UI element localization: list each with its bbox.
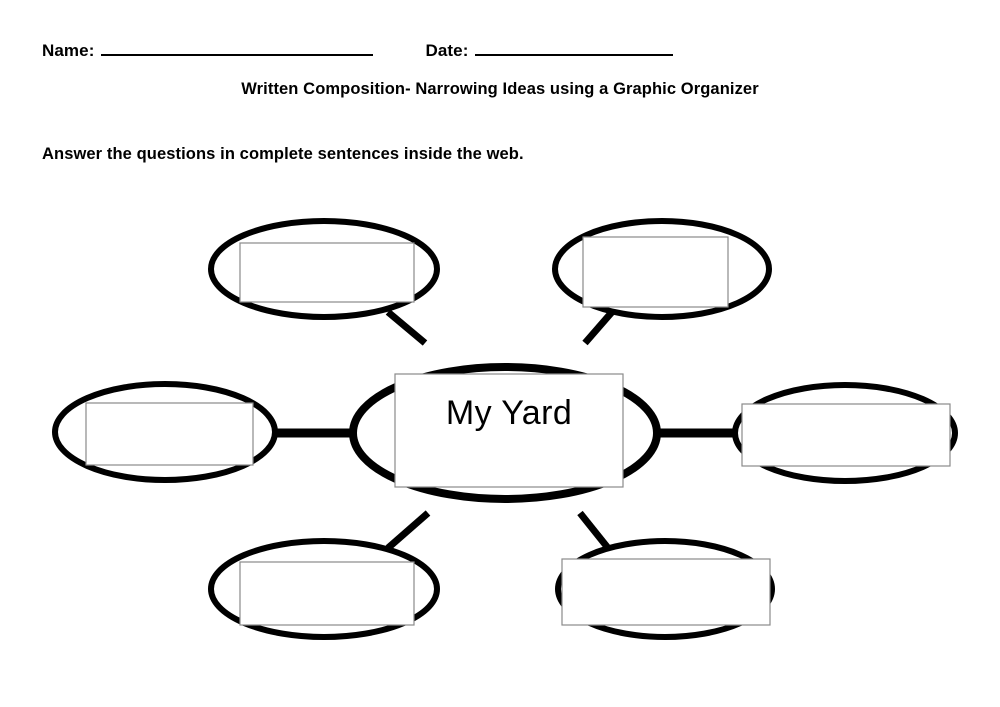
- name-date-row: Name: Date:: [42, 40, 742, 68]
- branch-writing-box-middle-right: [741, 403, 951, 467]
- branch-writing-box-top-right: [582, 236, 729, 308]
- center-topic-label: My Yard: [445, 394, 573, 432]
- branch-middle-left[interactable]: [52, 381, 278, 483]
- date-input-blank[interactable]: [475, 40, 674, 56]
- center-node[interactable]: [349, 363, 661, 503]
- center-writing-box: [394, 373, 624, 488]
- connector-top-right: [582, 309, 615, 346]
- branch-bottom-right[interactable]: [555, 538, 775, 640]
- instruction-text: Answer the questions in complete sentenc…: [42, 145, 524, 163]
- connector-bottom-right: [577, 510, 611, 551]
- connector-bottom-left: [385, 510, 431, 551]
- page-title: Written Composition- Narrowing Ideas usi…: [241, 80, 759, 98]
- web-diagram-svg: [52, 218, 958, 640]
- branch-middle-right[interactable]: [732, 382, 958, 484]
- connector-group: [276, 309, 740, 551]
- name-label: Name:: [42, 41, 95, 60]
- name-input-blank[interactable]: [101, 40, 374, 56]
- graphic-organizer-web: My Yard: [0, 195, 1000, 665]
- branch-bottom-left[interactable]: [208, 538, 440, 640]
- branch-writing-box-bottom-left: [239, 561, 415, 626]
- branch-writing-box-top-left: [239, 242, 415, 303]
- branch-writing-box-bottom-right: [561, 558, 771, 626]
- branch-top-right[interactable]: [552, 218, 772, 320]
- branch-writing-box-middle-left: [85, 402, 254, 466]
- branch-top-left[interactable]: [208, 218, 440, 320]
- connector-top-left: [385, 309, 428, 346]
- date-label: Date:: [425, 41, 469, 60]
